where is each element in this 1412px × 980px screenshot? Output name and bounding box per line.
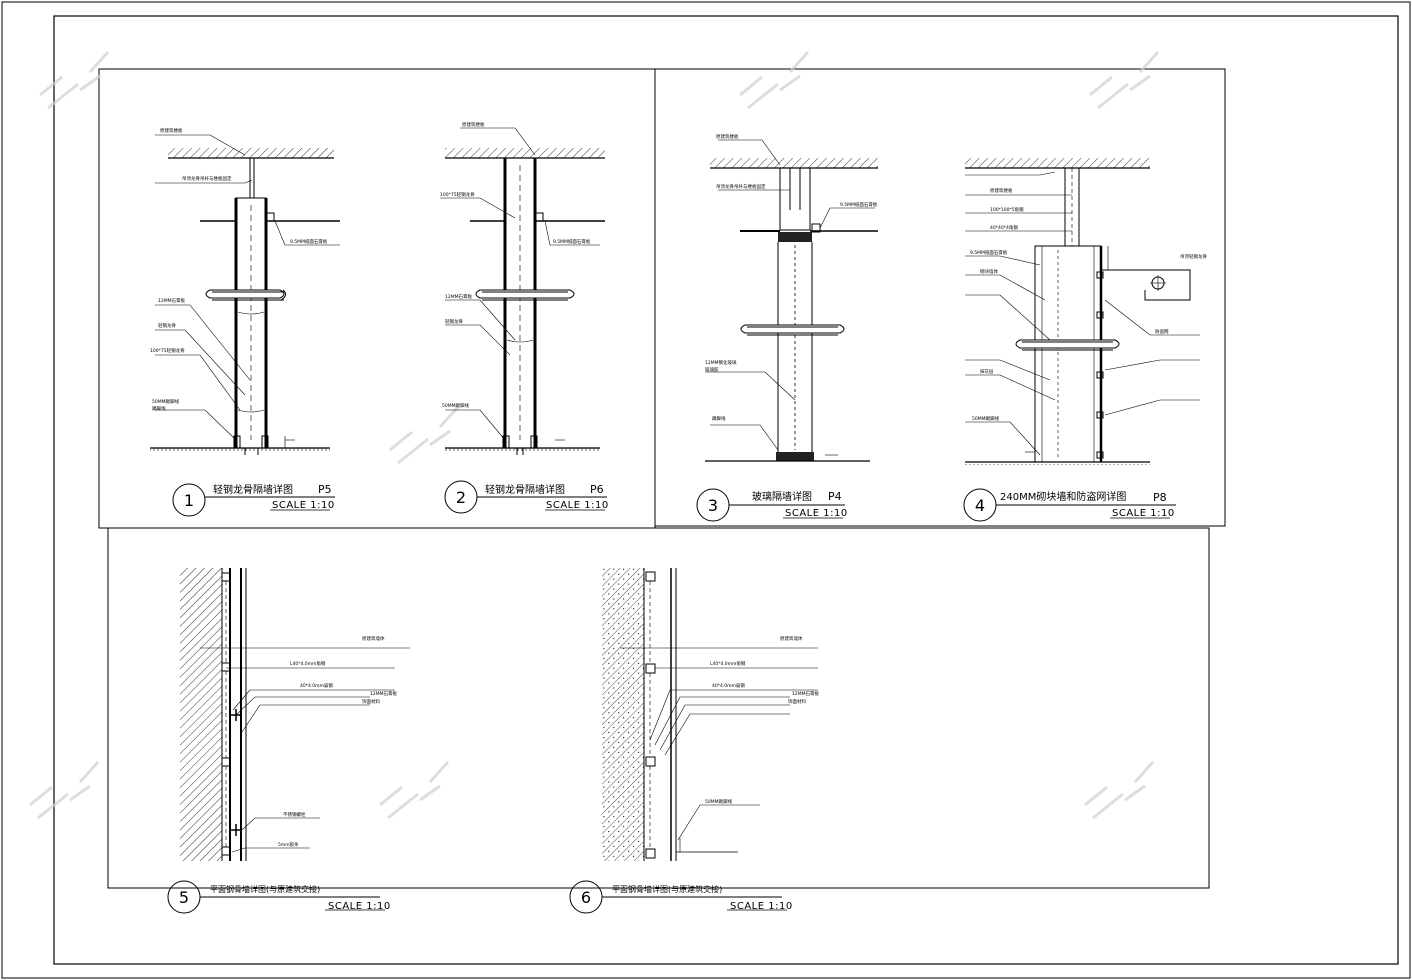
detail-5-title: 平面钢骨墙详图(与原建筑交接): [210, 884, 320, 894]
detail-1-title: 轻钢龙骨隔墙详图: [213, 483, 293, 496]
watermark-marks: [29, 50, 1160, 820]
detail-2-title: 轻钢龙骨隔墙详图: [485, 483, 565, 496]
d2-label-6: 50MM踢脚线: [442, 402, 469, 409]
d4-label-7: 砌块墙体: [980, 268, 998, 275]
d2-label-1: 原建筑楼板: [462, 121, 485, 128]
detail-2-scale: SCALE 1:10: [546, 500, 609, 511]
d4-label-9: 50MM踢脚线: [972, 415, 999, 422]
d1-label-7: 50MM踢脚线: [152, 398, 179, 405]
d1-label-6: 100*75轻钢龙骨: [150, 347, 185, 354]
d3-label-5: 玻璃胶: [705, 366, 719, 373]
detail-2-drawing: [440, 127, 605, 455]
detail-4-scale: SCALE 1:10: [1112, 508, 1175, 519]
title-block-2: [444, 480, 607, 514]
d3-label-6: 踢脚线: [712, 415, 726, 422]
detail-6-number: 6: [581, 888, 591, 907]
d2-label-3: 9.5MM纸面石膏板: [553, 238, 591, 245]
d6-label-4: 12MM石膏板: [792, 690, 819, 697]
detail-6-drawing: [602, 568, 818, 861]
detail-4-drawing: [965, 158, 1200, 465]
detail-4-number: 4: [975, 496, 985, 515]
d4-label-3: 40*40*4角钢: [990, 224, 1018, 231]
detail-5-number: 5: [179, 888, 189, 907]
d4-label-5: 防盗网: [1155, 328, 1169, 335]
detail-3-number: 3: [708, 496, 718, 515]
detail-1-number: 1: [184, 491, 194, 510]
d2-label-4: 12MM石膏板: [445, 293, 472, 300]
detail-5-scale: SCALE 1:10: [328, 901, 391, 912]
d5-label-7: 5mm胶条: [278, 841, 299, 848]
detail-1-drawing: [150, 134, 340, 455]
d2-label-2: 100*75轻钢龙骨: [440, 191, 475, 198]
panel-bottom: [107, 527, 1210, 889]
title-block-1: [172, 483, 335, 517]
d5-label-3: 40*4.0mm扁钢: [300, 682, 333, 689]
title-block-6: [569, 880, 787, 914]
d5-label-6: 不锈钢螺栓: [283, 811, 306, 818]
d3-label-1: 原建筑楼板: [716, 133, 739, 140]
detail-3-title: 玻璃隔墙详图: [752, 490, 812, 503]
d6-label-2: L40*4.0mm角钢: [710, 660, 746, 667]
d1-label-2: 吊顶龙骨吊杆与楼板固定: [182, 175, 232, 182]
d5-label-5: 饰面材料: [362, 698, 380, 705]
d6-label-6: 50MM踢脚线: [705, 798, 732, 805]
detail-3-code: P4: [828, 490, 842, 503]
d5-label-4: 12MM石膏板: [370, 690, 397, 697]
d4-label-4: 吊顶轻钢龙骨: [1180, 253, 1207, 260]
d6-label-5: 饰面材料: [788, 698, 806, 705]
detail-2-number: 2: [456, 488, 466, 507]
detail-4-title: 240MM砌块墙和防盗网详图: [1000, 490, 1126, 503]
detail-1-code: P5: [318, 483, 332, 496]
d1-label-5: 轻钢龙骨: [158, 322, 176, 329]
title-block-4: [963, 488, 1176, 522]
d5-label-2: L40*4.0mm角钢: [290, 660, 326, 667]
d4-label-8: 抹灰层: [980, 368, 994, 375]
panel-top-right: [654, 68, 1226, 527]
d6-label-1: 原建筑墙体: [780, 635, 803, 642]
detail-3-drawing: [705, 139, 878, 464]
inner-border: [53, 15, 1399, 965]
title-block-3: [696, 488, 845, 522]
detail-3-scale: SCALE 1:10: [785, 508, 848, 519]
d3-label-4: 12MM钢化玻璃: [705, 359, 737, 366]
d3-label-2: 吊顶龙骨吊杆与楼板固定: [716, 183, 766, 190]
d4-label-2: 100*100*5角钢: [990, 206, 1024, 213]
d1-label-8: 踢脚线: [152, 405, 166, 412]
detail-6-title: 平面钢骨墙详图(与原建筑交接): [612, 884, 722, 894]
title-block-5: [167, 880, 385, 914]
d2-label-5: 轻钢龙骨: [445, 318, 463, 325]
detail-6-scale: SCALE 1:10: [730, 901, 793, 912]
detail-1-scale: SCALE 1:10: [272, 500, 335, 511]
d4-label-1: 原建筑楼板: [990, 187, 1013, 194]
d5-label-1: 原建筑墙体: [362, 635, 385, 642]
detail-5-drawing: [180, 568, 410, 861]
d1-label-1: 原建筑楼板: [160, 127, 183, 134]
d3-label-3: 9.5MM纸面石膏板: [840, 201, 878, 208]
d6-label-3: 40*4.0mm扁钢: [712, 682, 745, 689]
detail-4-code: P8: [1153, 491, 1167, 504]
d1-label-4: 12MM石膏板: [158, 297, 185, 304]
d4-label-6: 9.5MM纸面石膏板: [970, 249, 1008, 256]
d1-label-3: 9.5MM纸面石膏板: [290, 238, 328, 245]
detail-2-code: P6: [590, 483, 604, 496]
